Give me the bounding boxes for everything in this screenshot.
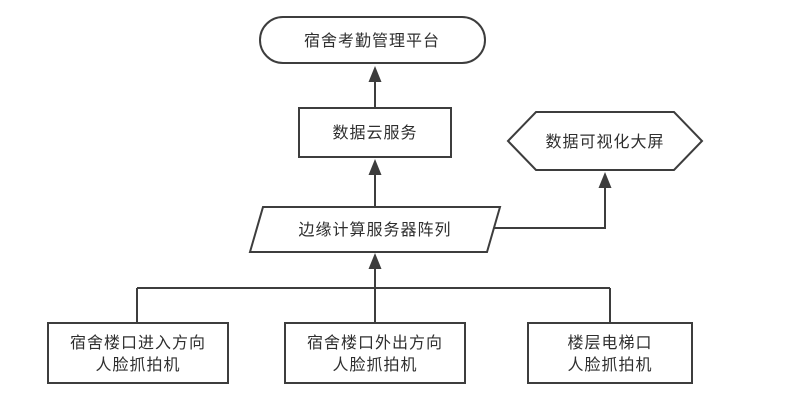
node-camera-entry-label-line2: 人脸抓拍机 <box>95 355 180 374</box>
arrowhead-up-icon <box>368 253 382 269</box>
node-edge-servers: 边缘计算服务器阵列 <box>248 206 502 253</box>
node-camera-entry: 宿舍楼口进入方向 人脸抓拍机 <box>47 322 229 384</box>
node-camera-elevator-label-line1: 楼层电梯口 <box>567 333 652 352</box>
node-platform-label: 宿舍考勤管理平台 <box>304 31 440 50</box>
node-camera-exit: 宿舍楼口外出方向 人脸抓拍机 <box>284 322 466 384</box>
node-screen: 数据可视化大屏 <box>506 111 704 171</box>
node-camera-elevator: 楼层电梯口 人脸抓拍机 <box>527 322 693 384</box>
node-screen-shape <box>506 111 704 171</box>
node-camera-exit-shape <box>284 322 466 384</box>
node-camera-entry-shape <box>47 322 229 384</box>
node-camera-exit-label-line1: 宿舍楼口外出方向 <box>307 333 443 352</box>
node-camera-elevator-shape <box>527 322 693 384</box>
arrowhead-up-icon <box>598 172 612 188</box>
connector-line <box>494 186 606 229</box>
connector-cameras-trunk <box>136 253 611 323</box>
node-edge-servers-shape <box>248 206 502 253</box>
node-edge-servers-label: 边缘计算服务器阵列 <box>298 220 451 239</box>
arrowhead-up-icon <box>368 159 382 175</box>
node-platform-shape <box>259 16 486 64</box>
node-camera-exit-label-line2: 人脸抓拍机 <box>332 355 417 374</box>
node-camera-entry-label-line1: 宿舍楼口进入方向 <box>70 333 206 352</box>
connector-edgeservers-to-screen <box>494 172 612 229</box>
arrowhead-up-icon <box>368 66 382 82</box>
connector-edgeservers-to-cloud <box>368 159 382 207</box>
connector-cloud-to-platform <box>368 66 382 108</box>
node-cloud: 数据云服务 <box>298 107 452 158</box>
node-platform: 宿舍考勤管理平台 <box>259 16 486 64</box>
node-cloud-label: 数据云服务 <box>332 123 417 142</box>
node-cloud-shape <box>298 107 452 158</box>
node-screen-label: 数据可视化大屏 <box>545 132 664 151</box>
node-camera-elevator-label-line2: 人脸抓拍机 <box>567 355 652 374</box>
